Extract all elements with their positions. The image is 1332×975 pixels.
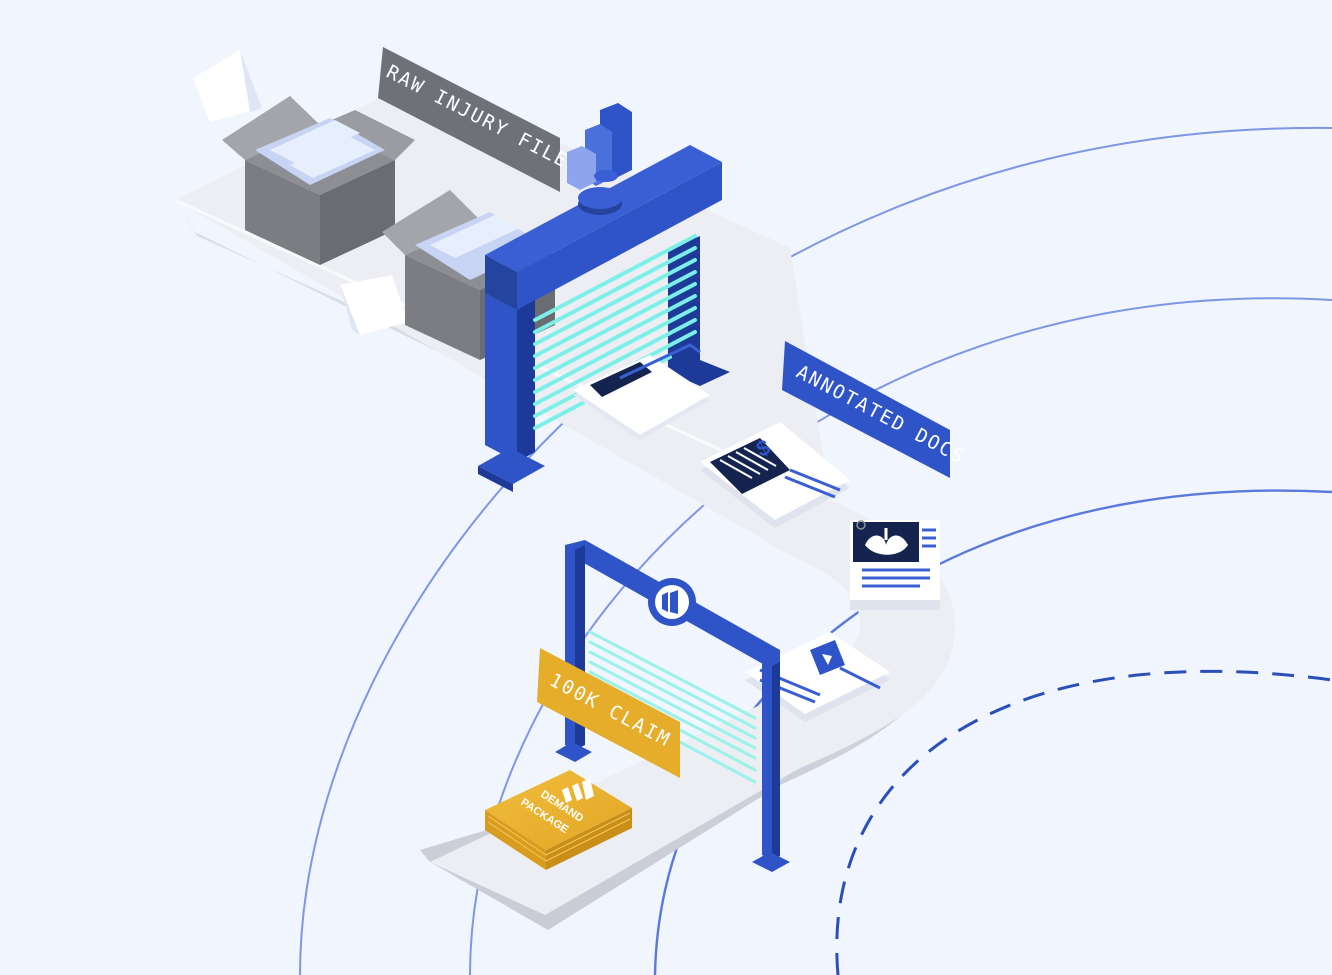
- third-arc: [653, 489, 1332, 975]
- flying-page-bottom: [340, 275, 408, 335]
- doc-stack-2: $: [700, 422, 850, 528]
- demand-package: DEMAND PACKAGE: [485, 770, 632, 870]
- pelvis-xray-icon: [865, 528, 908, 555]
- doc-stack-1: [573, 343, 710, 440]
- flying-page-top: [193, 50, 262, 122]
- doc-stack-3: [850, 520, 940, 610]
- output-scan-lines: [588, 630, 757, 784]
- file-box-1: [222, 96, 415, 265]
- package-logo-icon: [562, 778, 594, 803]
- dashed-arc: [835, 669, 1332, 975]
- scanner-gate: [478, 145, 730, 492]
- gate-logo-badge: [648, 578, 696, 626]
- doc-stack-4: [745, 632, 890, 722]
